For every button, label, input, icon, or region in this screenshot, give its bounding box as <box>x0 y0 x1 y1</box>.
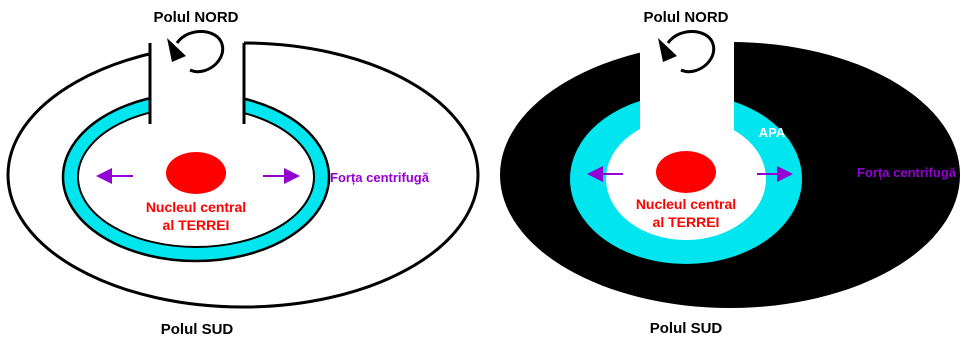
left-rotation-arrowhead-icon <box>167 38 186 62</box>
left-force-label: Forța centrifugă <box>330 170 430 185</box>
left-south-label: Polul SUD <box>161 321 234 338</box>
right-core-label-line1: Nucleul central <box>636 196 736 212</box>
right-panel: Polul NORD APA Nucleul central al TERREI… <box>500 9 960 337</box>
left-core-label-line1: Nucleul central <box>146 199 246 215</box>
left-core <box>166 152 226 194</box>
right-core-label-line2: al TERREI <box>653 214 720 230</box>
right-north-channel <box>640 30 734 155</box>
left-panel: Polul NORD Nucleul central al TERREI For… <box>6 9 480 338</box>
right-rotation-arrowhead-icon <box>658 38 677 62</box>
right-core <box>656 151 716 193</box>
left-rotation-icon <box>175 30 225 74</box>
left-north-channel <box>150 30 244 150</box>
right-rotation-icon <box>666 30 716 74</box>
right-south-label: Polul SUD <box>650 320 723 337</box>
right-water-label: APA <box>759 125 786 140</box>
right-north-label: Polul NORD <box>644 9 729 26</box>
left-core-label-line2: al TERREI <box>163 217 230 233</box>
left-north-label: Polul NORD <box>154 9 239 26</box>
right-force-label: Forța centrifugă <box>857 165 957 180</box>
